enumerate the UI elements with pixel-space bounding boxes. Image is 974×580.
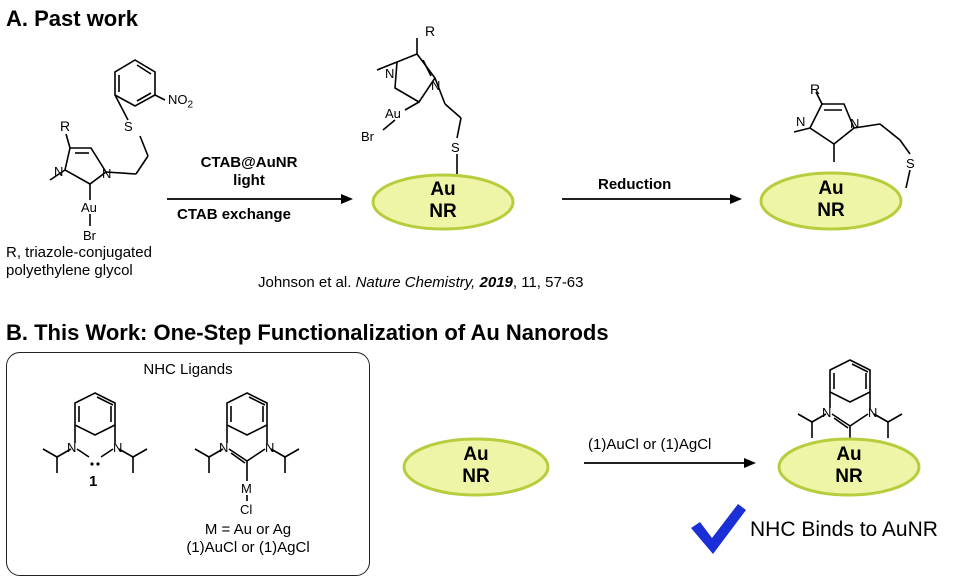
reagent-line-3: CTAB exchange [177,206,291,223]
gold-nanorod-a1: Au NR [370,172,516,232]
reaction-arrow-2 [562,194,742,204]
reaction-b-conditions: (1)AuCl or (1)AgCl [588,436,712,453]
nanorod-nr-label: NR [462,466,490,487]
starting-complex-structure: R S N N Au Br [49,59,166,243]
metal-nhc-complex-structure: N N M Cl [194,392,300,517]
nitro-group-label: NO2 [168,92,194,111]
nitrogen-atom-label: N [54,164,63,179]
nitrogen-atom-label: N [868,405,877,420]
compound-1-label: 1 [89,473,98,490]
nhc-ligands-box: NHC Ligands N N 1 [6,352,370,576]
nanorod-nr-label: NR [835,466,863,487]
reagent-conditions: CTAB@AuNR light [185,154,313,190]
nanorod-nr-label: NR [429,201,457,222]
gold-nanorod-b2: Au NR [776,436,922,498]
gold-nanorod-b1: Au NR [400,436,552,498]
nanorod-au-label: Au [463,444,489,465]
nitrogen-atom-label: N [850,116,859,131]
ligand-box-title: NHC Ligands [143,361,233,378]
bound-nhc-structure: N N [797,359,903,446]
section-b-heading: B. This Work: One-Step Functionalization… [6,320,609,345]
section-a-heading: A. Past work [6,6,139,31]
r-atom-label: R [60,118,70,134]
sulfur-atom-label: S [906,156,915,171]
product-nhc-structure: R N N S [793,84,915,189]
nitrogen-atom-label: N [67,440,76,455]
nitrogen-atom-label: N [265,440,274,455]
r-atom-label: R [810,84,820,97]
reduction-label: Reduction [598,176,672,193]
nitrogen-atom-label: N [796,114,805,129]
checkmark-icon [691,504,746,554]
r-caption-line-1: R, triazole-conjugated [6,244,152,261]
nanorod-au-label: Au [818,178,844,199]
metal-caption-line-1: M = Au or Ag [204,521,292,538]
chloride-atom-label: Cl [240,502,252,517]
nitrogen-atom-label: N [113,440,122,455]
reaction-arrow-b [584,458,756,468]
r-group-caption: R, triazole-conjugated polyethylene glyc… [6,244,152,280]
nitrogen-atom-label: N [102,166,111,181]
nanorod-au-label: Au [430,179,456,200]
gold-atom-label: Au [81,200,97,215]
gold-nanorod-a2: Au NR [758,170,904,232]
metal-caption: M = Au or Ag (1)AuCl or (1)AgCl [183,521,313,557]
gold-atom-label: Au [385,106,401,121]
sulfur-atom-label: S [124,119,133,134]
nitrogen-atom-label: N [822,405,831,420]
result-label: NHC Binds to AuNR [750,518,938,541]
sulfur-atom-label: S [451,140,460,155]
nanorod-au-label: Au [836,444,862,465]
intermediate-complex-structure: R N N Au Br S [361,23,462,174]
reaction-arrow-1 [167,194,353,204]
nitrogen-atom-label: N [385,66,394,81]
nitrogen-atom-label: N [431,78,440,93]
free-carbene-structure: N N [42,392,148,473]
metal-atom-label: M [241,481,252,496]
bromine-atom-label: Br [83,228,97,243]
nitrogen-atom-label: N [219,440,228,455]
nanorod-nr-label: NR [817,200,845,221]
reagent-line-1: CTAB@AuNR [200,154,298,171]
r-atom-label: R [425,23,435,39]
bromine-atom-label: Br [361,129,375,144]
r-caption-line-2: polyethylene glycol [6,262,133,279]
citation: Johnson et al. Nature Chemistry, 2019, 1… [258,274,584,291]
metal-caption-line-2: (1)AuCl or (1)AgCl [186,539,310,556]
reagent-line-2: light [233,172,265,189]
